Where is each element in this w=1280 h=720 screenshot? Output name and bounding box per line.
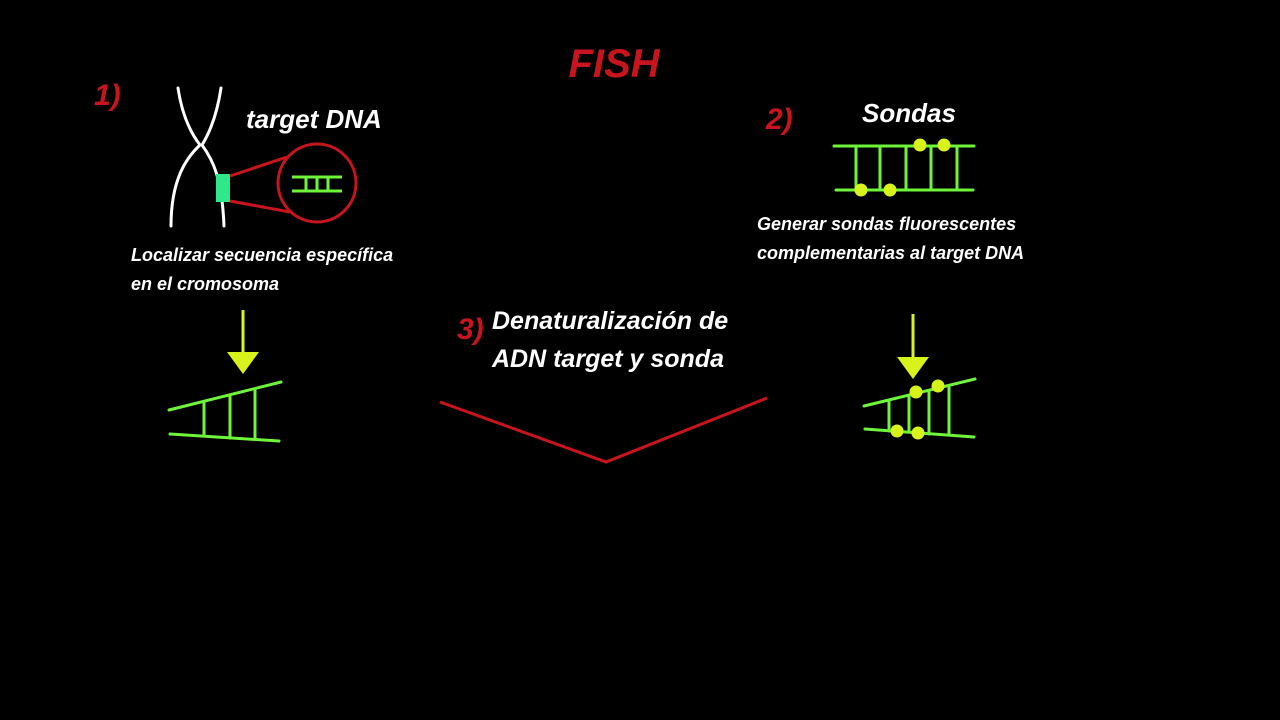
fluorescent-probe-markers-denatured <box>890 379 945 440</box>
denatured-target-dna <box>167 380 283 443</box>
down-arrow-icon <box>227 310 259 374</box>
chromosome-illustration <box>169 86 226 228</box>
probe-dot-icon <box>911 426 925 440</box>
step-1-description-line-2: en el cromosoma <box>131 274 279 294</box>
step-1: 1) target DNA Localizar secuencia especí… <box>94 79 393 443</box>
page-title: FISH <box>568 42 660 86</box>
dna-ladder-zoom <box>292 175 342 193</box>
probe-dot-icon <box>909 385 923 399</box>
step-2-number: 2) <box>765 103 793 136</box>
step-3-heading-line-1: Denaturalización de <box>492 307 728 335</box>
step-1-description-line-1: Localizar secuencia específica <box>131 245 393 265</box>
step-1-number: 1) <box>94 79 121 112</box>
probe-dna-ladder <box>832 144 976 192</box>
step-3-heading-line-2: ADN target y sonda <box>491 345 724 373</box>
step-3: 3) Denaturalización de ADN target y sond… <box>439 307 768 464</box>
step-3-number: 3) <box>457 313 484 346</box>
target-locus-marker <box>216 174 230 202</box>
probe-dot-icon <box>854 183 868 197</box>
down-arrow-icon <box>897 314 929 379</box>
probe-dot-icon <box>913 138 927 152</box>
chromosome-left-arm <box>169 86 203 228</box>
probe-dot-icon <box>931 379 945 393</box>
step-2-heading: Sondas <box>862 98 956 128</box>
step-2-description-line-2: complementarias al target DNA <box>757 243 1024 263</box>
merge-v-connector <box>439 396 768 464</box>
fluorescent-probe-markers <box>854 138 951 197</box>
probe-dot-icon <box>890 424 904 438</box>
chromosome-right-arm <box>200 86 226 228</box>
zoom-line-top <box>229 155 288 178</box>
probe-dot-icon <box>937 138 951 152</box>
step-1-heading: target DNA <box>246 104 382 134</box>
zoom-line-bottom <box>229 199 291 214</box>
zoom-circle <box>276 142 358 224</box>
step-2-description-line-1: Generar sondas fluorescentes <box>757 214 1016 234</box>
probe-dot-icon <box>883 183 897 197</box>
step-2: 2) Sondas Generar sondas fluorescentes c… <box>757 98 1024 440</box>
